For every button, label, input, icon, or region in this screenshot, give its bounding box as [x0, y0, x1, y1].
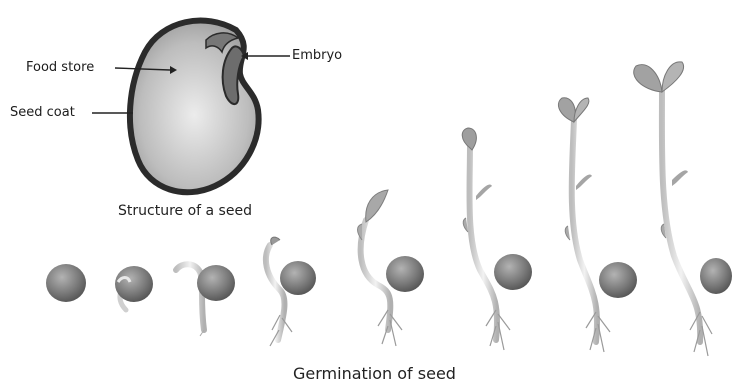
- seed-coat: [130, 21, 259, 193]
- stage-6-seedling: [462, 128, 532, 350]
- seed-diagram: [92, 21, 290, 193]
- food-store-label: Food store: [26, 60, 94, 75]
- stage-3-hook: [176, 264, 235, 336]
- stage-2-radicle: [115, 266, 153, 310]
- stage-5-seedling: [358, 190, 425, 346]
- seed-structure-caption: Structure of a seed: [118, 203, 252, 219]
- stage-1-seed: [46, 264, 86, 302]
- germination-caption: Germination of seed: [293, 364, 456, 383]
- stage-7-seedling: [558, 98, 637, 352]
- stage-8-seedling: [634, 62, 732, 356]
- stage-4-shoot: [266, 237, 316, 346]
- embryo-label: Embryo: [292, 48, 342, 63]
- seed-coat-label: Seed coat: [10, 105, 75, 120]
